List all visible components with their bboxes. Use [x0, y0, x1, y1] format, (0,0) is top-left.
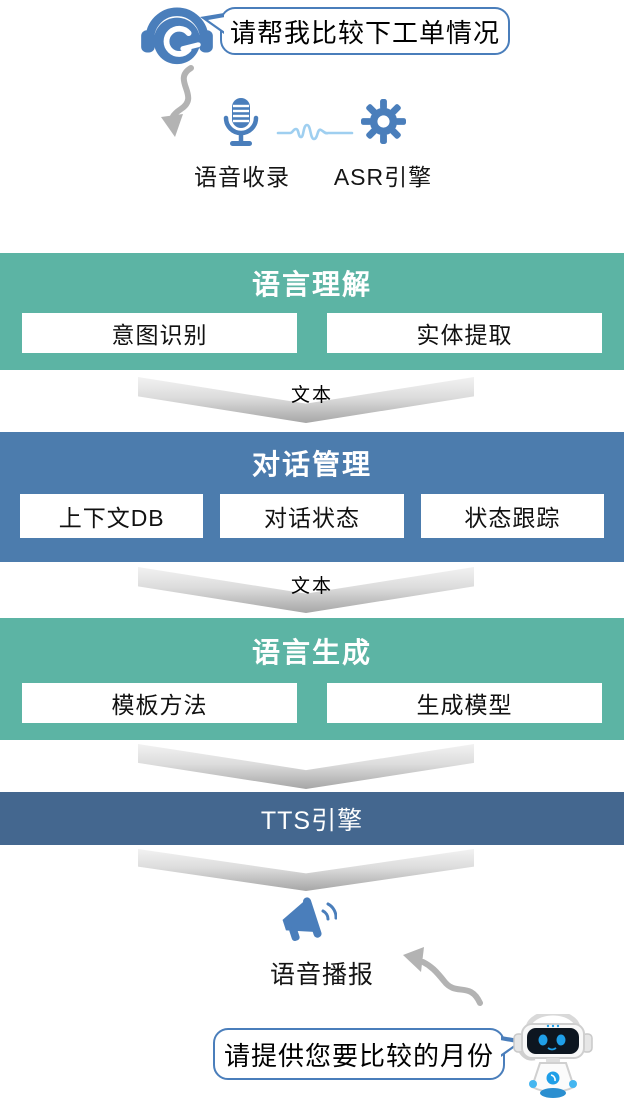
block-tts-engine: TTS引擎 — [0, 792, 624, 845]
block-items: 模板方法 生成模型 — [0, 683, 624, 723]
down-chevron — [138, 849, 474, 891]
pipeline-box-template: 模板方法 — [22, 683, 297, 723]
bot-bubble: 请提供您要比较的月份 — [213, 1028, 525, 1080]
pipeline-box-intent: 意图识别 — [22, 313, 297, 353]
bot-bubble-text: 请提供您要比较的月份 — [223, 1040, 494, 1071]
mic-caption: 语音收录 — [194, 164, 290, 190]
robot-icon — [513, 1014, 593, 1098]
block-title: 语言生成 — [251, 636, 372, 668]
block-language-generation: 语言生成 模板方法 生成模型 — [0, 618, 624, 740]
pipeline-box-context-db: 上下文DB — [20, 494, 204, 538]
block-title: 语言理解 — [251, 269, 372, 300]
down-chevron — [138, 744, 474, 789]
megaphone-icon — [282, 897, 337, 941]
pipeline-box-state-tracking: 状态跟踪 — [420, 494, 604, 538]
block-dialog-management: 对话管理 上下文DB 对话状态 状态跟踪 — [0, 432, 624, 562]
block-language-understanding: 语言理解 意图识别 实体提取 — [0, 253, 624, 370]
flow-label-text: 文本 — [290, 385, 333, 406]
block-title: 对话管理 — [251, 449, 372, 480]
pipeline-box-entity: 实体提取 — [327, 313, 602, 353]
waveform-icon — [276, 123, 354, 141]
pipeline-box-dialog-state: 对话状态 — [220, 494, 404, 538]
block-items: 上下文DB 对话状态 状态跟踪 — [0, 494, 624, 538]
user-bubble: 请帮我比较下工单情况 — [200, 7, 510, 55]
asr-caption: ASR引擎 — [333, 164, 433, 190]
pipeline-box-generative: 生成模型 — [327, 683, 602, 723]
gear-icon — [361, 99, 406, 144]
block-title: TTS引擎 — [260, 806, 364, 835]
curved-down-arrow-icon — [161, 65, 194, 137]
broadcast-caption: 语音播报 — [269, 961, 374, 989]
microphone-icon — [223, 98, 259, 146]
user-bubble-text: 请帮我比较下工单情况 — [229, 17, 500, 48]
flow-label-text: 文本 — [290, 576, 333, 597]
curved-up-arrow-icon — [403, 947, 483, 1006]
block-items: 意图识别 实体提取 — [0, 313, 624, 353]
